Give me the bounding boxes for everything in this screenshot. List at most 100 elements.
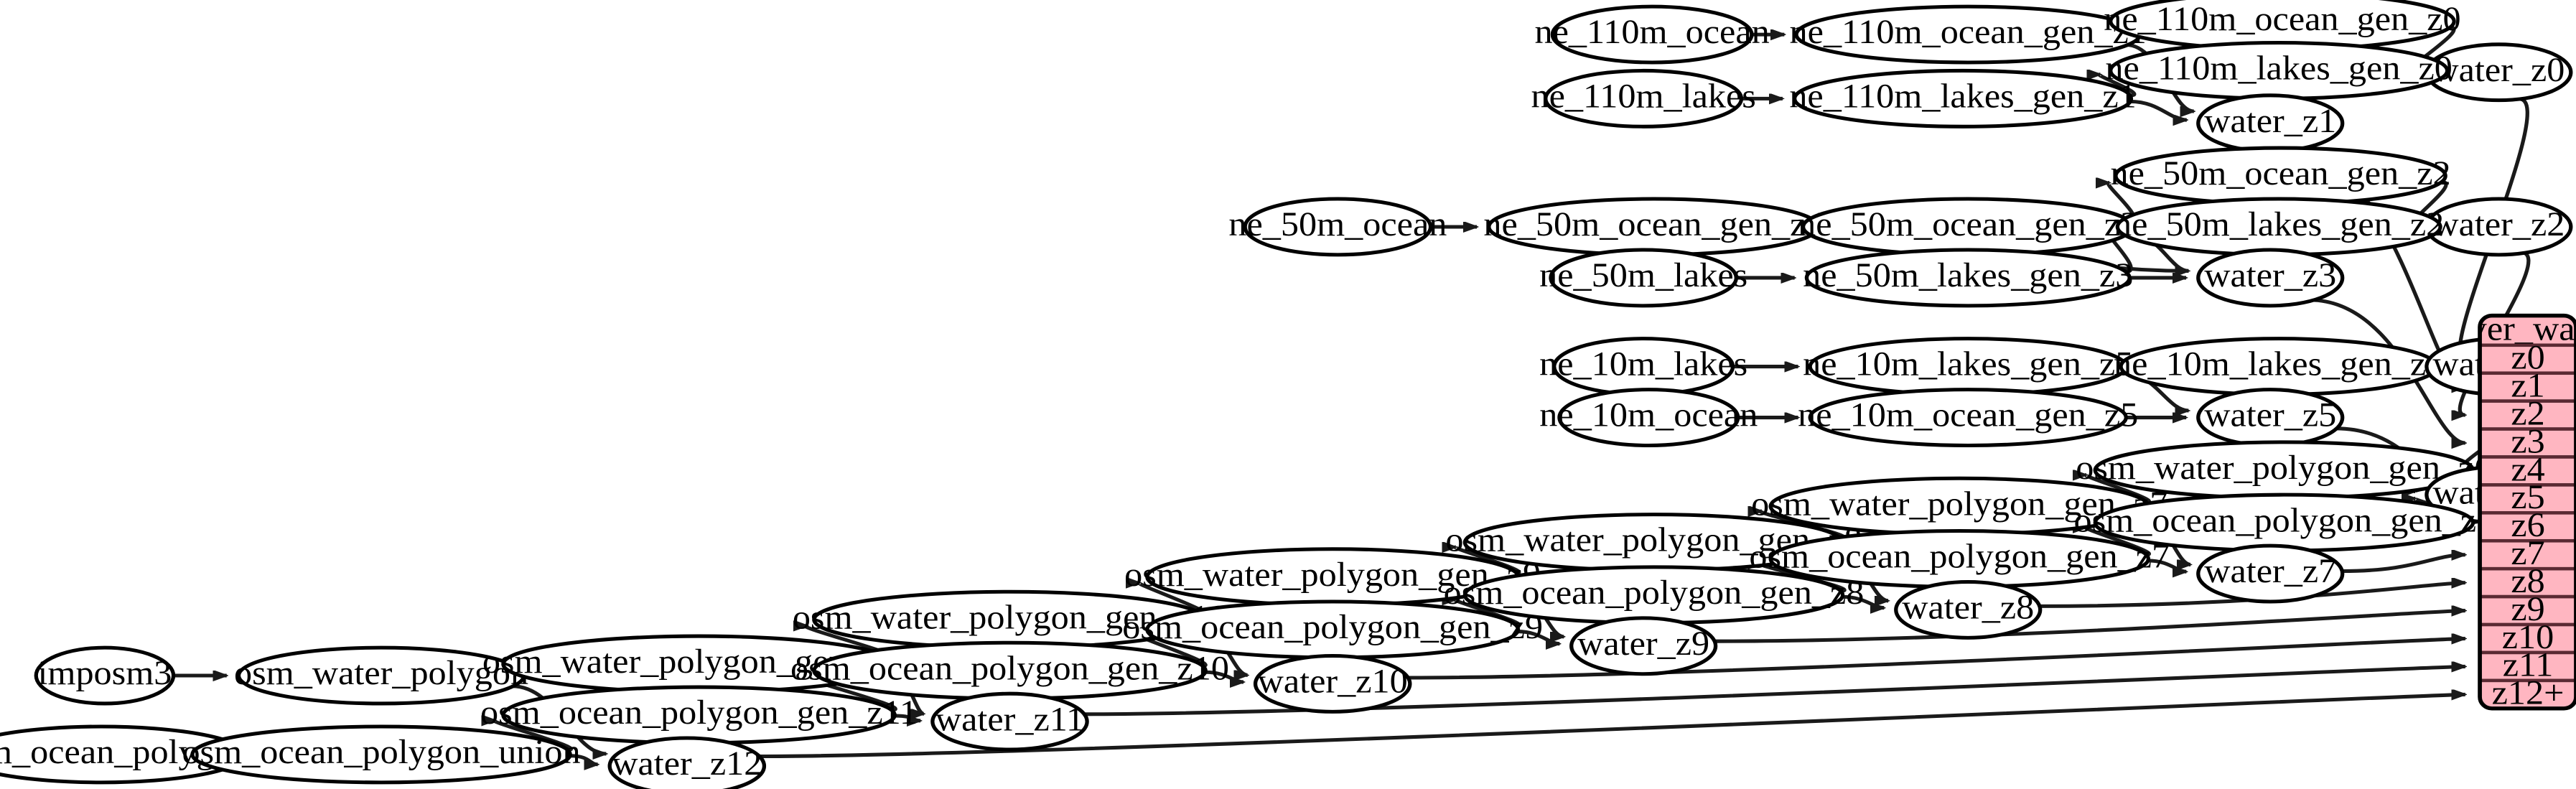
node-label: ne_50m_ocean [1228,205,1447,243]
graph-node-water_z1[interactable]: water_z1 [2196,93,2345,154]
graph-node-ne_50m_ocean_gen_z4[interactable]: ne_50m_ocean_gen_z4 [1483,197,1824,257]
node-ellipse [607,736,767,789]
graph-node-ne_10m_lakes_gen_z4[interactable]: ne_10m_lakes_gen_z4 [2114,337,2444,397]
graph-node-ne_110m_ocean_gen_z0[interactable]: ne_110m_ocean_gen_z0 [2104,0,2461,52]
node-label: water_z7 [2204,551,2336,590]
graph-node-ne_10m_ocean_gen_z5[interactable]: ne_10m_ocean_gen_z5 [1798,388,2138,447]
graph-edge-water_z12-to-layer_water_z12plus [759,694,2465,759]
graph-node-water_z10[interactable]: water_z10 [1253,654,1412,714]
node-label: imposm3 [37,653,172,692]
layer-table-row-label: z11 [2503,645,2554,684]
layer-table-row-z12plus[interactable] [2480,678,2576,709]
graph-node-ne_50m_ocean[interactable]: ne_50m_ocean [1228,197,1447,257]
graph-node-osm_water_polygon_gen_z8[interactable]: osm_water_polygon_gen_z8 [1445,513,1862,573]
layer-table-row-label: z6 [2511,505,2544,544]
graph-node-water_z9[interactable]: water_z9 [1569,616,1718,676]
node-ellipse [190,724,572,785]
node-label: osm_water_polygon_gen_z6 [2076,448,2492,487]
graph-node-ne_50m_lakes[interactable]: ne_50m_lakes [1539,248,1747,308]
node-ellipse [2196,248,2345,308]
node-label: ne_110m_lakes_gen_z0 [2105,49,2452,88]
graph-node-osm_water_polygon[interactable]: osm_water_polygon [234,645,528,706]
graph-node-ne_50m_lakes_gen_z2[interactable]: ne_50m_lakes_gen_z2 [2114,197,2444,257]
graph-node-ne_50m_ocean_gen_z3[interactable]: ne_50m_ocean_gen_z3 [1798,197,2138,257]
node-label: ne_50m_ocean_gen_z3 [1798,205,2138,243]
layer-table-row-z9[interactable] [2480,594,2576,627]
graph-node-water_z2[interactable]: water_z2 [2425,197,2573,257]
node-label: ne_50m_ocean_gen_z2 [2111,154,2451,192]
layer-water-table[interactable]: layer_waterz0z1z2z3z4z5z6z7z8z9z10z11z12… [2443,309,2576,712]
node-label: ne_10m_lakes_gen_z4 [2114,345,2444,383]
graph-node-ne_110m_lakes[interactable]: ne_110m_lakes [1531,68,1756,129]
node-label: osm_ocean_polygon_gen_z9 [1122,607,1543,646]
node-label: ne_10m_lakes [1539,345,1747,383]
node-label: ne_50m_lakes_gen_z3 [1803,256,2133,294]
layer-table-row-label: z3 [2511,421,2544,460]
graph-edge-ne_110m_lakes_gen_z1-to-ne_110m_lakes_gen_z0 [2099,75,2137,98]
graph-node-water_z12[interactable]: water_z12 [607,736,767,789]
graph-node-ne_10m_lakes_gen_z5[interactable]: ne_10m_lakes_gen_z5 [1803,337,2133,397]
node-ellipse [1793,68,2134,129]
node-ellipse [1894,579,2043,640]
graph-node-ne_110m_ocean[interactable]: ne_110m_ocean [1534,4,1770,65]
node-label: ne_10m_ocean_gen_z5 [1798,396,2138,434]
layer-table-row-label: z0 [2511,338,2544,377]
graph-edge-osm_ocean_polygon_gen_z10-to-water_z10 [1205,670,1243,682]
graph-node-water_z3[interactable]: water_z3 [2196,248,2345,308]
node-ellipse [1253,654,1412,714]
graph-node-ne_110m_ocean_gen_z1[interactable]: ne_110m_ocean_gen_z1 [1790,4,2147,65]
node-label: osm_ocean_polygon_gen_z7 [1749,537,2170,576]
graph-node-osm_ocean_polygon_gen_z8[interactable]: osm_ocean_polygon_gen_z8 [1444,565,1865,625]
graph-node-ne_110m_lakes_gen_z1[interactable]: ne_110m_lakes_gen_z1 [1789,68,2137,129]
graph-edge-water_z7-to-layer_water_z7 [2342,555,2465,574]
node-ellipse [1549,248,1738,308]
graph-node-ne_50m_lakes_gen_z3[interactable]: ne_50m_lakes_gen_z3 [1803,248,2133,308]
node-label: water_z9 [1577,624,1709,663]
layer-table-row-label: z8 [2511,561,2544,600]
layer-table-row-label: z1 [2511,365,2544,404]
graph-node-water_z7[interactable]: water_z7 [2196,543,2345,604]
node-label: ne_110m_lakes_gen_z1 [1789,77,2136,116]
graph-node-ne_10m_lakes[interactable]: ne_10m_lakes [1539,337,1747,397]
node-label: water_z5 [2204,396,2336,434]
node-label: water_z8 [1902,588,2034,627]
node-label: ne_110m_ocean [1534,12,1769,51]
node-label: ne_110m_lakes [1531,77,1755,116]
graph-node-ne_10m_ocean[interactable]: ne_10m_ocean [1539,388,1758,447]
layer-table-row-z7[interactable] [2480,538,2576,571]
graph-edge-water_z8-to-layer_water_z8 [2039,583,2465,608]
node-ellipse [1557,388,1740,447]
node-label: osm_ocean_polygon_gen_z6 [2073,500,2494,539]
graph-node-osm_water_polygon_gen_z9[interactable]: osm_water_polygon_gen_z9 [1124,547,1541,607]
node-label: osm_ocean_polygon_gen_z10 [790,648,1229,687]
node-label: ne_10m_ocean [1539,396,1758,434]
node-label: water_z3 [2204,256,2336,294]
node-label: osm_ocean_polygon_union [182,732,580,771]
node-ellipse [1569,616,1718,676]
graph-node-osm_water_polygon_gen_z6[interactable]: osm_water_polygon_gen_z6 [2076,440,2492,500]
layer-table-row-z10[interactable] [2480,622,2576,655]
graph-node-osm_ocean_polygon_gen_z9[interactable]: osm_ocean_polygon_gen_z9 [1122,599,1543,660]
node-label: ne_110m_ocean_gen_z0 [2104,0,2460,38]
graph-node-imposm3[interactable]: imposm3 [34,645,176,706]
graph-node-ne_50m_ocean_gen_z2[interactable]: ne_50m_ocean_gen_z2 [2111,146,2451,206]
graph-node-osm_ocean_polygon_gen_z7[interactable]: osm_ocean_polygon_gen_z7 [1749,529,2170,589]
node-label: osm_water_polygon [234,653,528,692]
node-label: ne_50m_lakes_gen_z2 [2114,205,2444,243]
layer-table-row-z5[interactable] [2480,483,2576,515]
layer-table-title: layer_water [2443,309,2576,348]
node-ellipse [2196,543,2345,604]
graph-edge-ne_110m_lakes_gen_z1-to-water_z1 [2130,99,2187,120]
graph-node-ne_110m_lakes_gen_z0[interactable]: ne_110m_lakes_gen_z0 [2105,41,2453,101]
layer-table-row-label: z4 [2511,449,2544,488]
graph-node-water_z11[interactable]: water_z11 [930,691,1089,752]
graph-node-water_z5[interactable]: water_z5 [2196,388,2345,447]
node-ellipse [1243,197,1433,257]
graph-node-water_z8[interactable]: water_z8 [1894,579,2043,640]
graph-node-osm_ocean_polygon_union[interactable]: osm_ocean_polygon_union [182,724,581,785]
node-label: ne_110m_ocean_gen_z1 [1790,12,2147,51]
layer-table-row-label: z9 [2511,589,2544,628]
graph-edge-osm_ocean_polygon_gen_z7-to-water_z7 [2147,559,2186,571]
